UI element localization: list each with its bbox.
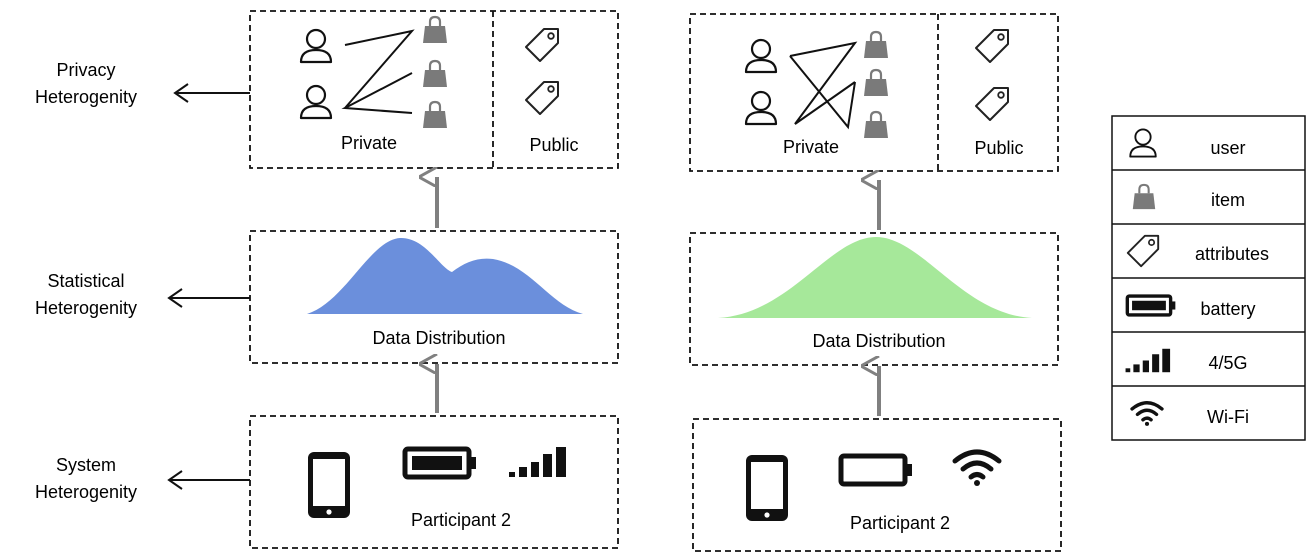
item-bag-icon	[862, 30, 890, 60]
signal-icon	[1125, 348, 1171, 373]
legend-label: item	[1211, 190, 1245, 210]
battery-icon	[1125, 294, 1177, 317]
legend-item-wifi: Wi-Fi	[1130, 401, 1249, 427]
user-icon	[744, 90, 778, 126]
user-icon	[299, 84, 333, 120]
user-icon	[1129, 128, 1157, 158]
distribution-label: Data Distribution	[372, 328, 505, 348]
private-label: Private	[783, 137, 839, 157]
legend-label: battery	[1200, 299, 1255, 319]
item-bag-icon	[862, 68, 890, 98]
public-label: Public	[974, 138, 1023, 158]
wifi-icon	[1130, 401, 1164, 427]
distribution-label: Data Distribution	[812, 331, 945, 351]
user-icon	[744, 38, 778, 74]
legend-label: user	[1210, 138, 1245, 158]
legend-item-signal: 4/5G	[1125, 348, 1248, 373]
row-label-statistical: Statistical Heterogenity	[35, 271, 250, 318]
item-bag-icon	[421, 15, 449, 45]
signal-icon	[509, 447, 566, 477]
item-bag-icon	[421, 59, 449, 89]
legend-item-item: item	[1131, 183, 1245, 211]
tag-icon	[975, 87, 1009, 121]
item-bag-icon	[862, 110, 890, 140]
privacy-box	[689, 13, 1059, 172]
user-icon	[299, 28, 333, 64]
row-label-line2: Heterogenity	[35, 482, 137, 502]
participant-label: Participant 2	[850, 513, 950, 533]
private-label: Private	[341, 133, 397, 153]
legend: user item attributes battery 4/5G Wi-Fi	[1111, 115, 1306, 441]
row-label-line2: Heterogenity	[35, 298, 137, 318]
user-item-links	[341, 29, 415, 114]
legend-item-battery: battery	[1125, 294, 1256, 319]
device-box	[249, 415, 619, 549]
distribution-curve	[307, 237, 583, 314]
participant-label: Participant 2	[411, 510, 511, 530]
distribution-curve	[718, 237, 1032, 318]
row-label-line1: System	[56, 455, 116, 475]
battery-full-icon	[405, 449, 476, 477]
tag-icon	[975, 29, 1009, 63]
legend-item-user: user	[1129, 128, 1246, 158]
row-label-system: System Heterogenity	[35, 455, 250, 502]
row-label-line1: Statistical	[47, 271, 124, 291]
item-bag-icon	[421, 100, 449, 130]
device-box	[692, 418, 1062, 552]
phone-icon	[746, 455, 788, 521]
legend-label: attributes	[1195, 244, 1269, 264]
public-label: Public	[529, 135, 578, 155]
tag-icon	[525, 28, 559, 62]
row-label-line1: Privacy	[56, 60, 115, 80]
legend-item-attributes: attributes	[1126, 234, 1269, 268]
participant-column-2: Private Public Data Distribution Partici…	[689, 13, 1062, 552]
row-label-privacy: Privacy Heterogenity	[35, 60, 250, 107]
user-item-links	[789, 41, 858, 130]
legend-label: 4/5G	[1208, 353, 1247, 373]
phone-icon	[308, 452, 350, 518]
legend-label: Wi-Fi	[1207, 407, 1249, 427]
tag-icon	[1126, 234, 1160, 268]
battery-low-icon	[841, 456, 912, 484]
row-label-line2: Heterogenity	[35, 87, 137, 107]
participant-column-1: Private Public Data Distribution Partici…	[249, 10, 619, 549]
item-bag-icon	[1131, 183, 1157, 211]
privacy-box	[249, 10, 619, 169]
tag-icon	[525, 81, 559, 115]
wifi-icon	[955, 452, 999, 486]
